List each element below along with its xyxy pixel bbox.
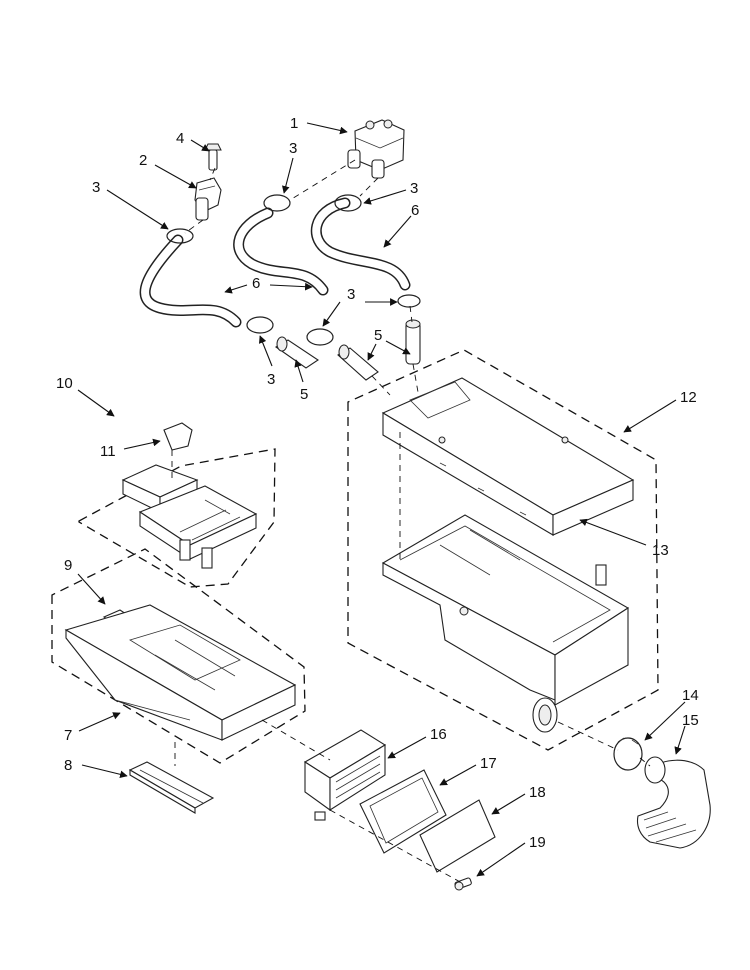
leader-3a (106, 189, 169, 230)
screw-part-19 (454, 877, 472, 891)
callout-3: 3 (92, 179, 100, 196)
leader-3c (363, 189, 407, 205)
hose-right-part (310, 197, 411, 291)
clamp-part (334, 194, 362, 212)
leader-14 (644, 701, 686, 741)
vent-duct-part (303, 729, 387, 821)
leader-7 (78, 712, 121, 732)
guide-line (209, 167, 216, 181)
screw-part (204, 143, 222, 171)
small-valve-part (194, 177, 222, 221)
clamp-part (263, 194, 291, 212)
guide-line (371, 375, 391, 396)
callout-4: 4 (176, 130, 184, 147)
leader-12 (623, 399, 677, 433)
callout-13: 13 (652, 542, 669, 559)
leader-6-mid (269, 282, 313, 291)
guide-line (289, 159, 356, 201)
callout-5: 5 (374, 327, 382, 344)
leader-5-right (385, 340, 411, 355)
clamp-part (306, 328, 334, 346)
dispenser-drawer-part (64, 604, 297, 741)
guide-line (329, 809, 463, 884)
leader-10 (77, 389, 115, 417)
leader-4 (190, 139, 210, 152)
callout-19: 19 (529, 834, 546, 851)
hose-left-part (139, 234, 242, 328)
callout-1: 1 (290, 115, 298, 132)
callout-18: 18 (529, 784, 546, 801)
clamp-part (166, 228, 194, 244)
callout-6: 6 (252, 275, 260, 292)
group-box-9-7 (51, 548, 306, 764)
callout-10: 10 (56, 375, 73, 392)
leader-5-left (294, 359, 304, 383)
dispenser-cover-part (381, 377, 635, 536)
leader-1 (306, 122, 348, 135)
callout-9: 9 (64, 557, 72, 574)
group-box-12-13 (347, 349, 659, 751)
callout-3: 3 (289, 140, 297, 157)
guide-line (639, 757, 651, 767)
hose-middle-part (233, 207, 329, 296)
connector-part (337, 344, 379, 381)
leader-3d (322, 301, 341, 327)
inlet-valve-part (347, 119, 405, 179)
connector-part (405, 319, 421, 365)
callout-16: 16 (430, 726, 447, 743)
guide-line (261, 719, 331, 761)
leader-13 (579, 518, 647, 546)
bellows-hose-part (636, 756, 711, 849)
clamp-part (397, 294, 421, 308)
callout-3: 3 (410, 180, 418, 197)
leader-6-left (224, 284, 248, 294)
callout-3: 3 (267, 371, 275, 388)
dispenser-cup-part (121, 422, 258, 569)
group-box-10 (78, 448, 276, 588)
callout-15: 15 (682, 712, 699, 729)
guide-line (412, 363, 419, 393)
leader-9 (77, 573, 106, 605)
callout-17: 17 (480, 755, 497, 772)
leader-3f (258, 335, 273, 367)
guide-line (409, 305, 413, 323)
callout-8: 8 (64, 757, 72, 774)
dispenser-housing-part (381, 514, 630, 733)
callout-14: 14 (682, 687, 699, 704)
guide-line (184, 219, 204, 234)
leader-8 (81, 764, 128, 779)
leader-2 (154, 164, 197, 189)
gasket-part (359, 769, 447, 854)
leader-6-right (383, 215, 412, 248)
hose-clamp-part (613, 737, 643, 771)
callout-7: 7 (64, 727, 72, 744)
callout-12: 12 (680, 389, 697, 406)
callout-11: 11 (100, 443, 116, 460)
leader-18 (491, 793, 526, 815)
leader-17 (439, 764, 477, 786)
leader-16 (387, 736, 427, 759)
cover-plate-part (419, 799, 496, 873)
guide-line (557, 721, 619, 751)
drawer-tray-part (128, 761, 215, 814)
leader-5-mid (367, 343, 377, 361)
clamp-part (246, 316, 274, 334)
callout-6: 6 (411, 202, 419, 219)
leader-3b (281, 157, 294, 194)
leader-19 (476, 842, 526, 877)
callout-5: 5 (300, 386, 308, 403)
callout-2: 2 (139, 152, 147, 169)
guide-line (359, 177, 379, 197)
leader-11 (123, 438, 161, 450)
leader-15 (674, 725, 686, 755)
callout-3: 3 (347, 286, 355, 303)
